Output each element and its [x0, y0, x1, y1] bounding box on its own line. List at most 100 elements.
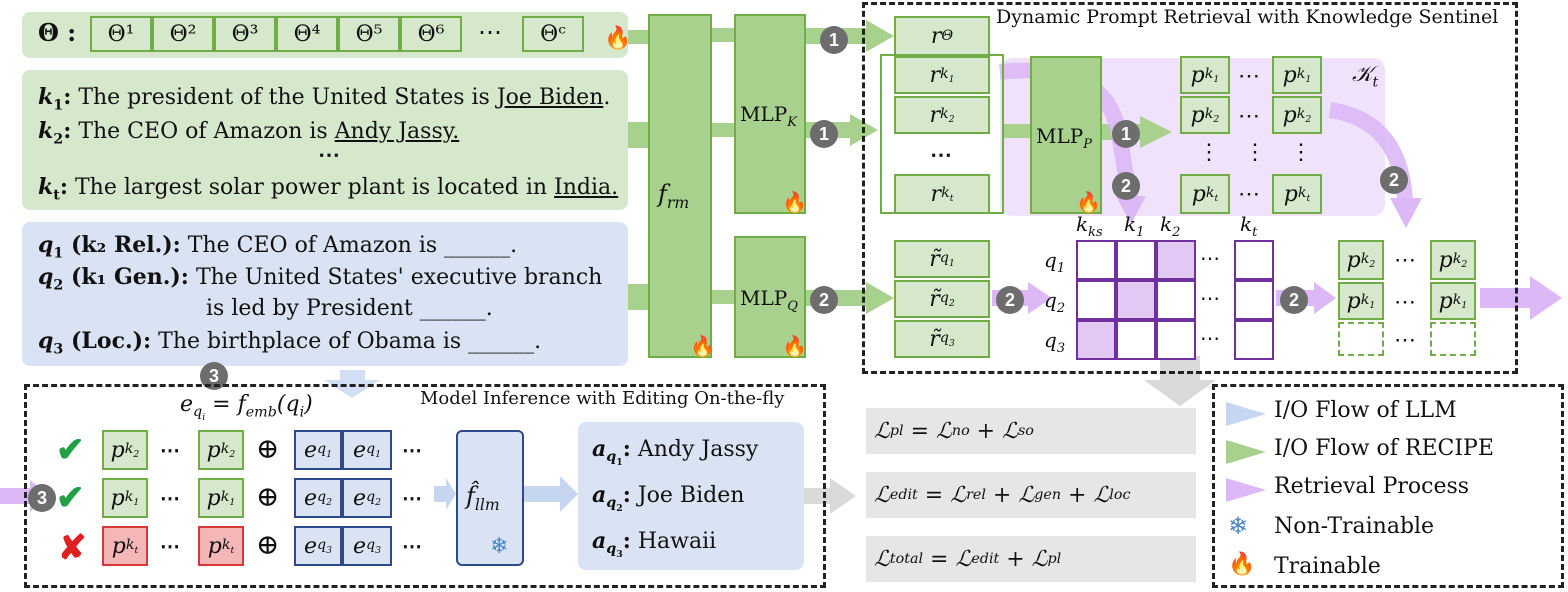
query-q2-line2: is led by President ______.	[206, 296, 493, 321]
answers-panel	[578, 422, 804, 570]
frm-module	[648, 14, 712, 358]
p-hdots: ⋯	[1238, 182, 1260, 207]
grid-cell	[1076, 280, 1116, 320]
grid-cell	[1234, 280, 1274, 320]
kt-set-label: 𝒦t	[1352, 62, 1379, 91]
grid-cell	[1116, 320, 1156, 360]
fire-icon: 🔥	[782, 190, 807, 214]
grid-cell	[1156, 320, 1196, 360]
ret-empty-1	[1338, 322, 1384, 356]
legend-retrieval-arrow	[1226, 478, 1266, 502]
legend-io-llm-arrow	[1226, 402, 1266, 426]
query-panel	[22, 222, 628, 366]
legend-io-llm: I/O Flow of LLM	[1274, 398, 1457, 423]
mlpq-module	[734, 236, 806, 358]
oplus-icon: ⊕	[256, 528, 280, 561]
step-badge-3: 3	[28, 484, 56, 512]
inf-dots: ⋯	[160, 486, 180, 510]
r-dots: ⋯	[930, 142, 952, 168]
llm-module	[456, 430, 524, 566]
theta-cell: Θ⁶	[400, 16, 462, 52]
cross-icon: ✘	[58, 528, 87, 568]
grid-cell	[1116, 240, 1156, 280]
legend-retrieval: Retrieval Process	[1274, 474, 1470, 499]
theta-cell: Θᶜ	[522, 16, 584, 52]
grid-cell	[1156, 280, 1196, 320]
grid-col-k2: k2	[1160, 212, 1181, 240]
ret-empty-2	[1430, 322, 1476, 356]
snowflake-icon: ❄	[490, 534, 509, 559]
step-badge-2: 2	[810, 286, 838, 314]
theta-ellipsis: ⋯	[478, 18, 502, 46]
legend-io-recipe-arrow	[1226, 440, 1266, 464]
answer-q2: aq2: Joe Biden	[592, 482, 745, 515]
theta-cell: Θ³	[214, 16, 276, 52]
emb-dots: ⋯	[402, 534, 422, 558]
grid-row-q2: q2	[1044, 288, 1066, 316]
retrieval-box	[862, 2, 1518, 374]
inf-dots: ⋯	[160, 438, 180, 462]
mlpk-module	[734, 14, 806, 214]
retrieval-title: Dynamic Prompt Retrieval with Knowledge …	[996, 6, 1499, 28]
legend-non-trainable: Non-Trainable	[1274, 514, 1435, 539]
grid-cell	[1234, 320, 1274, 360]
ret-dots: ⋯	[1394, 248, 1416, 273]
grid-cell	[1156, 240, 1196, 280]
inf-dots: ⋯	[160, 534, 180, 558]
inference-title: Model Inference with Editing On-the-fly	[420, 388, 785, 409]
answer-q1: aq1: Andy Jassy	[592, 436, 759, 469]
theta-cell: Θ⁵	[338, 16, 400, 52]
rq-3: r̃q3	[894, 320, 990, 358]
check-icon: ✔	[56, 430, 85, 470]
grid-cell	[1076, 320, 1116, 360]
rq-1: r̃q1	[894, 240, 990, 278]
fire-icon: 🔥	[1228, 552, 1256, 577]
grid-col-kks: kks	[1076, 212, 1103, 240]
mlpp-label: MLPP	[1036, 124, 1092, 152]
grid-dots: ⋯	[1200, 286, 1220, 310]
step-badge-2: 2	[1280, 286, 1308, 314]
fire-icon: 🔥	[1076, 190, 1101, 214]
p-hdots: ⋯	[1238, 104, 1260, 129]
theta-cell: Θ⁴	[276, 16, 338, 52]
fire-icon: 🔥	[604, 26, 632, 51]
query-q2: q2 (k₁ Gen.): The United States' executi…	[38, 264, 603, 294]
step-badge-2: 2	[1112, 172, 1140, 200]
legend-box	[1212, 384, 1564, 588]
emb-dots: ⋯	[402, 438, 422, 462]
knowledge-k1: k1: The president of the United States i…	[38, 84, 611, 114]
ret-dots: ⋯	[1394, 290, 1416, 315]
grid-row-q1: q1	[1044, 248, 1066, 276]
theta-label: Θ :	[38, 18, 77, 47]
oplus-icon: ⊕	[256, 432, 280, 465]
emb-dots: ⋯	[402, 486, 422, 510]
legend-io-recipe: I/O Flow of RECIPE	[1274, 436, 1494, 461]
check-icon: ✔	[56, 478, 85, 518]
grid-dots: ⋯	[1200, 326, 1220, 350]
frm-label: frm	[658, 180, 690, 212]
llm-label: f̂llm	[466, 482, 500, 514]
